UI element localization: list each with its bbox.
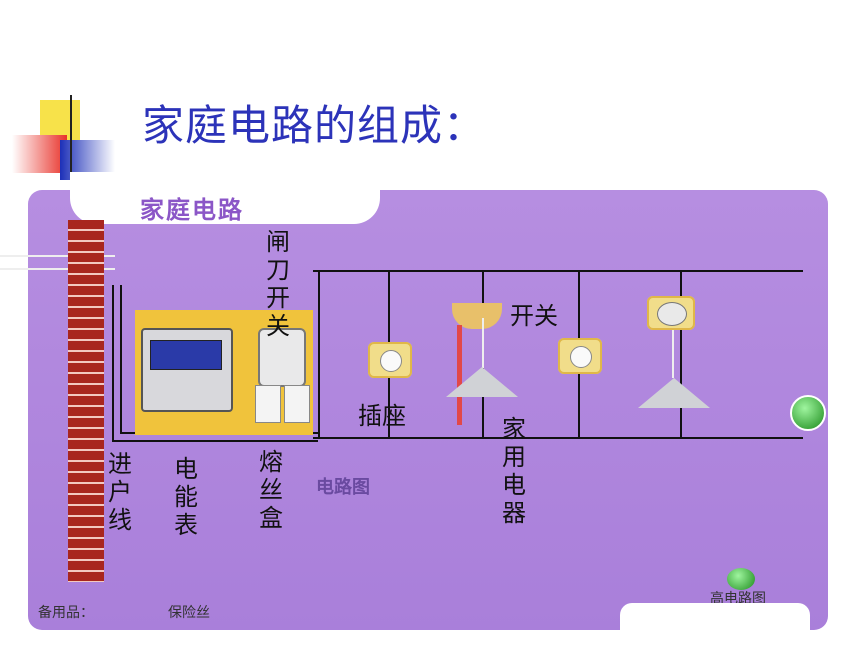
knife-switch-icon bbox=[258, 328, 306, 387]
meter-display bbox=[150, 340, 222, 370]
label-socket: 插座 bbox=[358, 402, 406, 430]
fuse-box-icon bbox=[284, 385, 310, 423]
bottom-card bbox=[620, 603, 810, 653]
lamp-icon bbox=[446, 367, 518, 397]
label-switch: 开关 bbox=[510, 302, 558, 330]
wire-drop bbox=[318, 270, 320, 438]
live-wire bbox=[313, 270, 803, 272]
label-circuit-diagram: 电路图 bbox=[316, 477, 370, 498]
panel-title: 家庭电路 bbox=[140, 196, 244, 224]
overhead-line bbox=[0, 268, 115, 270]
label-appliance: 家用电器 bbox=[502, 415, 526, 527]
brick-wall bbox=[68, 220, 104, 582]
label-spare-parts: 备用品： bbox=[38, 605, 94, 621]
incoming-wire bbox=[112, 285, 114, 440]
title-decoration-red bbox=[12, 135, 67, 173]
label-incoming-line: 进户线 bbox=[108, 450, 132, 534]
lamp-cord bbox=[672, 330, 674, 378]
title-decoration-line bbox=[70, 95, 72, 185]
incoming-wire bbox=[120, 285, 122, 433]
label-fuse-box: 熔丝盒 bbox=[259, 448, 283, 532]
label-meter: 电能表 bbox=[174, 455, 198, 539]
incoming-wire bbox=[112, 440, 318, 442]
label-fuse: 保险丝 bbox=[168, 605, 210, 621]
wall-switch-icon bbox=[647, 296, 695, 330]
fuse-box-icon bbox=[255, 385, 281, 423]
slide-title: 家庭电路的组成： bbox=[142, 101, 487, 150]
wire-drop bbox=[680, 270, 682, 438]
pull-switch-icon bbox=[452, 303, 502, 329]
next-button[interactable] bbox=[790, 395, 826, 431]
panel-title-tab bbox=[70, 172, 380, 224]
label-knife-switch: 闸刀开关 bbox=[266, 228, 290, 340]
socket-icon bbox=[368, 342, 412, 378]
overhead-line bbox=[0, 255, 115, 257]
circuit-diagram-button[interactable] bbox=[727, 568, 755, 590]
neutral-wire bbox=[313, 437, 803, 439]
lamp-icon bbox=[638, 378, 710, 408]
socket-icon bbox=[558, 338, 602, 374]
lamp-cord bbox=[482, 318, 484, 368]
